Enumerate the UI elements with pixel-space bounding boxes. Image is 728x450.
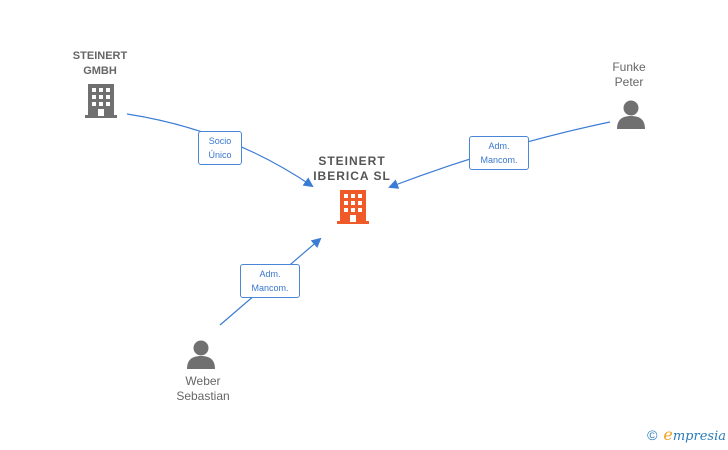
node-label-steinert-gmbh: STEINERT GMBH xyxy=(72,50,128,77)
building-icon[interactable] xyxy=(337,190,369,224)
copyright-icon: © xyxy=(647,426,658,443)
brand-logo: empresia xyxy=(663,425,726,444)
building-icon[interactable] xyxy=(85,84,117,118)
node-label-funke: Funke Peter xyxy=(612,60,646,89)
person-icon[interactable] xyxy=(616,99,646,129)
edge-label-adm-mancom-weber: Adm. Mancom. xyxy=(240,264,300,298)
person-icon[interactable] xyxy=(186,339,216,369)
node-label-weber: Weber Sebastian xyxy=(176,374,230,403)
edge-label-adm-mancom-funke: Adm. Mancom. xyxy=(469,136,529,170)
brand-footer: © empresia xyxy=(647,425,726,444)
node-label-center: STEINERT IBERICA SL xyxy=(313,154,391,183)
edge-label-socio-unico: Socio Único xyxy=(198,131,242,165)
